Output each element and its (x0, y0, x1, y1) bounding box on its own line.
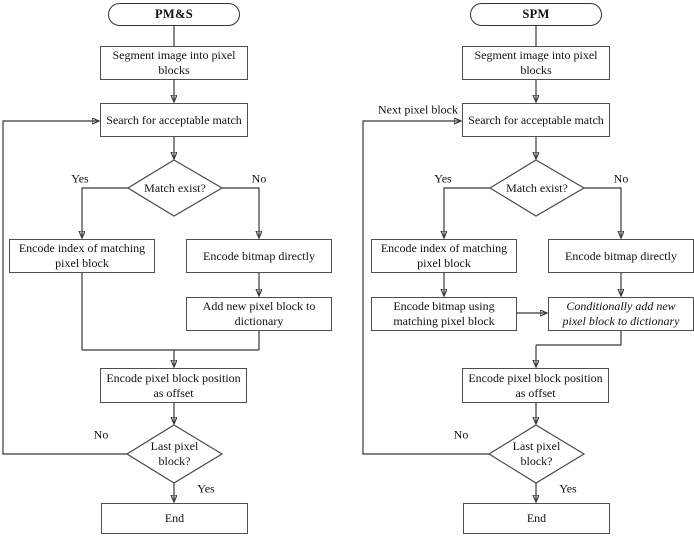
pms-yes-label: Yes (71, 171, 89, 186)
spm-encode-offset-box: Encode pixel block position as offset (462, 368, 609, 403)
spm-last-block-label: Last pixel block? (512, 439, 561, 468)
spm-encode-index-box: Encode index of matching pixel block (371, 239, 517, 273)
pms-encode-index-box: Encode index of matching pixel block (9, 239, 155, 273)
spm-next-pixel-block-label: Next pixel block (378, 102, 458, 117)
pms-search-box: Search for acceptable match (100, 103, 248, 137)
pms-encode-offset-box: Encode pixel block position as offset (100, 368, 247, 403)
spm-segment-box: Segment image into pixel blocks (462, 46, 610, 80)
pms-start-terminal: PM&S (108, 3, 240, 26)
pms-no-label: No (251, 171, 267, 186)
spm-search-box: Search for acceptable match (462, 103, 610, 137)
pms-arrow-no-to-encode-bitmap (222, 187, 259, 237)
spm-match-exist-label: Match exist? (506, 180, 568, 195)
spm-yes-label: Yes (434, 171, 452, 186)
pms-end-box: End (101, 503, 248, 534)
pms-merge-lines (81, 273, 260, 351)
spm-encode-bitmap-box: Encode bitmap directly (548, 239, 694, 273)
spm-start-terminal: SPM (470, 3, 602, 26)
spm-end-box: End (463, 503, 610, 534)
spm-conditionally-add-box: Conditionally add new pixel block to dic… (548, 297, 694, 331)
spm-no-loop-label: No (453, 427, 469, 442)
pms-match-exist-label: Match exist? (144, 180, 206, 195)
spm-encode-bitmap-using-box: Encode bitmap using matching pixel block (371, 297, 517, 331)
spm-yes-end-label: Yes (559, 481, 577, 496)
pms-add-new-box: Add new pixel block to dictionary (186, 297, 332, 331)
spm-merge-lines (536, 331, 622, 346)
spm-arrow-no-to-encode-bitmap (584, 187, 621, 237)
pms-encode-bitmap-box: Encode bitmap directly (186, 239, 332, 273)
pms-arrow-yes-to-encode-index (82, 187, 128, 237)
spm-no-label: No (613, 171, 629, 186)
pms-last-block-label: Last pixel block? (150, 439, 199, 468)
pms-yes-end-label: Yes (197, 481, 215, 496)
pms-arrow-no-return-to-search (2, 121, 127, 455)
spm-arrow-no-return-to-search (362, 121, 489, 455)
spm-arrow-yes-to-encode-index (444, 187, 490, 237)
spm-diamond-match-exist (488, 159, 586, 217)
pms-segment-box: Segment image into pixel blocks (100, 46, 248, 80)
pms-no-loop-label: No (93, 427, 109, 442)
pms-diamond-match-exist (126, 159, 224, 217)
